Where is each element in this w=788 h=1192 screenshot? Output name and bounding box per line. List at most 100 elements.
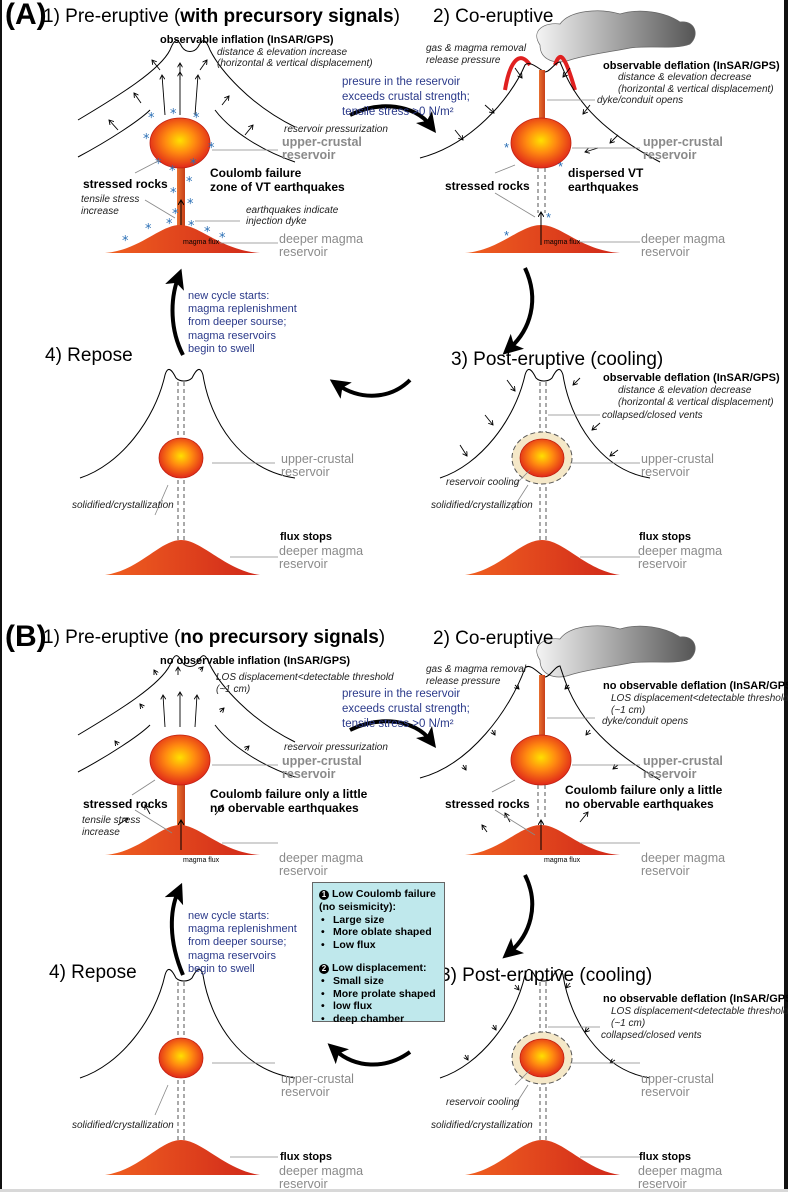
panel-b-label: (B) (5, 620, 47, 653)
a3-deep-reservoir-label-2: reservoir (638, 557, 687, 571)
a1-reservoir-pressurization: reservoir pressurization (284, 124, 388, 135)
note-item: Low flux (319, 939, 438, 952)
note-item: More oblate shaped (319, 926, 438, 939)
b2-deep-reservoir-label-1: deeper magma (641, 851, 726, 865)
a2-eruption-plume (536, 10, 696, 63)
a1-title-prefix: 1) Pre-eruptive ( (43, 6, 181, 27)
b3-closed-conduit (539, 982, 547, 1145)
number-badge-2-icon: 2 (319, 963, 329, 974)
a2-upper-reservoir-label-2: reservoir (643, 148, 697, 162)
b2-gas-2: release pressure (426, 676, 501, 687)
b2-stage-title: 2) Co-eruptive (433, 628, 554, 649)
a2-observation-detail-2: (horizontal & vertical displacement) (618, 84, 774, 95)
a4-leader-lines (154, 462, 278, 558)
a-arrow-2-to-3 (502, 267, 535, 355)
a2-dispersed-2: earthquakes (568, 180, 639, 194)
b1-deep-reservoir (105, 825, 260, 855)
a1-deep-reservoir-label-1: deeper magma (279, 232, 364, 246)
a4-solidified: solidified/crystallization (72, 500, 174, 511)
b2-gas-1: gas & magma removal (426, 664, 527, 675)
b1-volcano-flank-left (77, 724, 151, 773)
b-transition-line-3: tensile stress >0 N/m² (342, 717, 454, 730)
b3-solidified: solidified/crystallization (431, 1120, 533, 1131)
a4-upper-reservoir (158, 437, 204, 479)
a2-deep-reservoir (465, 225, 620, 253)
b3-observation: no observable deflation (InSAR/GPS) (603, 993, 788, 1005)
b2-conduit (539, 675, 545, 760)
a-transition-line-1: presure in the reservoir (342, 76, 461, 88)
b1-upper-reservoir (149, 734, 211, 786)
b4-deep-reservoir (105, 1140, 260, 1175)
a1-coulomb-2: zone of VT earthquakes (210, 180, 345, 194)
b3-leader-lines (511, 1026, 640, 1158)
a4-closed-conduit (177, 382, 185, 545)
b3-upper-reservoir (519, 1038, 565, 1078)
a3-upper-reservoir-label-2: reservoir (641, 465, 690, 479)
b3-stage-title: 3) Post-eruptive (cooling) (440, 965, 653, 986)
b-transition-line-2: exceeds crustal strength; (342, 702, 470, 715)
b3-cooling: reservoir cooling (446, 1097, 520, 1108)
note-list-1: Large size More oblate shaped Low flux (319, 914, 438, 952)
a2-upper-reservoir (510, 117, 572, 169)
b1-upper-reservoir-label-1: upper-crustal (282, 754, 362, 768)
b3-upper-reservoir-label-2: reservoir (641, 1085, 690, 1099)
a3-observation-detail-2: (horizontal & vertical displacement) (618, 397, 774, 408)
b1-observation-detail-2: (~1 cm) (216, 684, 251, 695)
a1-coulomb-1: Coulomb failure (210, 166, 302, 180)
svg-text:*: * (155, 157, 162, 172)
b2-observation-detail-1: LOS displacement<detectable threshold (611, 693, 788, 704)
number-badge-1-icon: 1 (319, 890, 329, 900)
b4-deep-reservoir-label-2: reservoir (279, 1177, 328, 1191)
a2-stressed-rocks: stressed rocks (445, 179, 530, 193)
note-heading-1b: (no seismicity): (319, 900, 397, 913)
b3-deep-reservoir-label-2: reservoir (638, 1177, 687, 1191)
a3-closed-conduit (539, 382, 547, 545)
svg-text:*: * (219, 231, 226, 246)
a-new-cycle-line-2: magma replenishment (188, 303, 297, 316)
a3-cooling: reservoir cooling (446, 477, 520, 488)
b1-tensile-1: tensile stress (82, 815, 141, 826)
a2-closed-conduit (537, 168, 546, 213)
b3-upper-reservoir-label-1: upper-crustal (641, 1072, 714, 1086)
frame-bottom-border (0, 1189, 788, 1192)
note-item: low flux (319, 1000, 438, 1013)
b-transition-text: presure in the reservoir exceeds crustal… (342, 687, 470, 732)
a1-stage-title: 1) Pre-eruptive (with precursory signals… (43, 6, 400, 28)
b4-leader-lines (154, 1062, 278, 1158)
b2-closed-conduit (537, 785, 546, 818)
b1-magma-flux: magma flux (183, 857, 220, 864)
b3-deep-reservoir-label-1: deeper magma (638, 1164, 723, 1178)
note-item: Large size (319, 914, 438, 927)
b-new-cycle-line-2: magma replenishment (188, 923, 297, 936)
b1-coulomb-2: no obervable earthquakes (210, 801, 359, 815)
a1-tensile-2: increase (81, 206, 119, 217)
a1-volcano (77, 40, 296, 128)
a2-stage-title: 2) Co-eruptive (433, 6, 554, 27)
a-new-cycle-line-4: magma reservoirs (188, 329, 277, 342)
b2-magma-flux: magma flux (544, 857, 581, 864)
a3-deep-reservoir-label-1: deeper magma (638, 544, 723, 558)
b1-stressed-rocks: stressed rocks (83, 797, 168, 811)
a-new-cycle-text: new cycle starts: magma replenishment fr… (188, 290, 297, 356)
svg-text:*: * (122, 234, 129, 249)
a3-volcano (439, 368, 651, 479)
a2-deflation-arrows (454, 67, 619, 152)
b4-stage-title: 4) Repose (49, 962, 137, 983)
b-new-cycle-line-3: from deeper sourse; (188, 936, 287, 949)
a1-upper-reservoir (149, 117, 211, 169)
a1-inflation-arrows (109, 60, 253, 136)
a2-earthquake-stars: **** (504, 140, 563, 243)
frame-left-border (0, 0, 2, 1192)
note-item: deep chamber (319, 1013, 438, 1026)
a4-deep-reservoir-label-1: deeper magma (279, 544, 364, 558)
b1-observation-detail-1: LOS displacement<detectable threshold (216, 672, 394, 683)
b3-observation-detail-1: LOS displacement<detectable threshold (611, 1006, 788, 1017)
a3-upper-reservoir (519, 438, 565, 478)
b2-upper-reservoir (510, 734, 572, 786)
a4-deep-reservoir-label-2: reservoir (279, 557, 328, 571)
a2-deep-reservoir-label-2: reservoir (641, 245, 690, 259)
b1-volcano-flank-right (214, 724, 296, 778)
